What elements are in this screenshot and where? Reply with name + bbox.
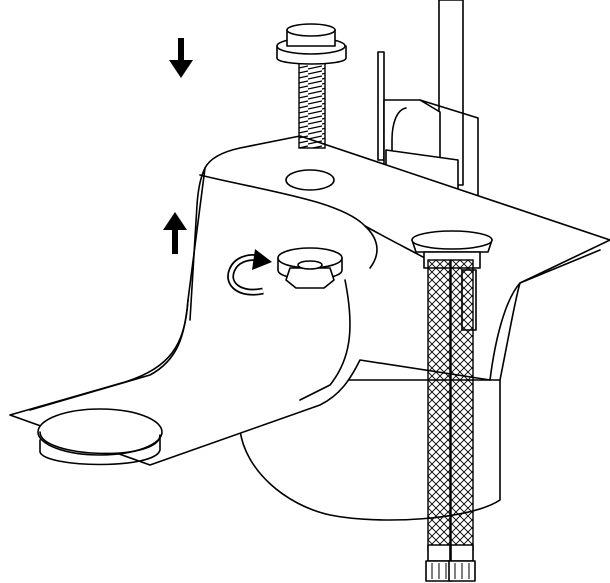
sink-deck [9,135,610,466]
up-arrow [163,212,187,254]
down-arrow [169,38,193,78]
braided-supply-hoses [411,230,493,582]
drain-hole [37,408,163,466]
deck-hole [285,169,335,191]
mounting-nut [277,247,343,289]
mounting-stud [276,23,347,149]
tighten-rotation-arrow [227,249,272,296]
hose-end-fittings [425,544,476,582]
